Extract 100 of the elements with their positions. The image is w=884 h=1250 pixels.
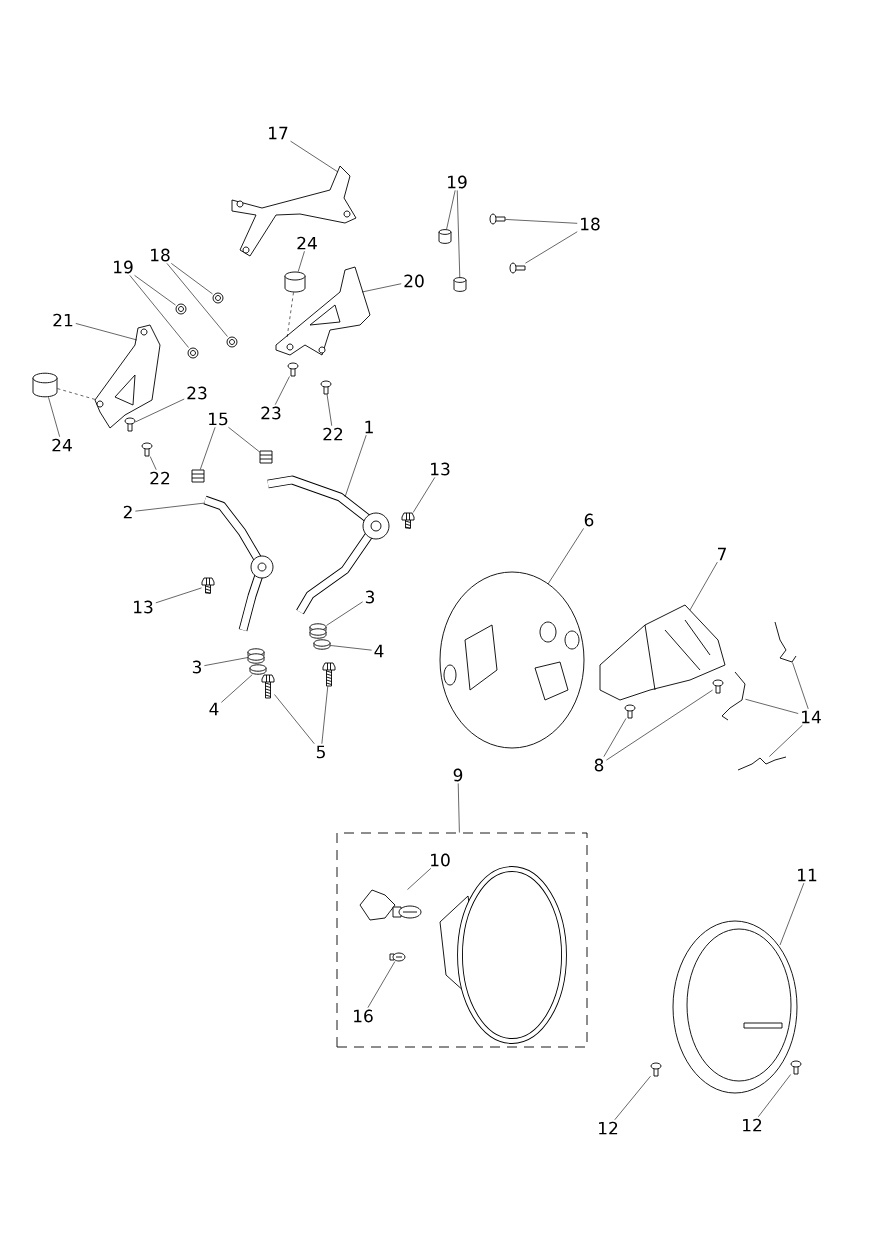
callout-number: 4: [209, 702, 219, 716]
leader-line: [745, 698, 799, 714]
bulb-drawing: [389, 952, 406, 962]
bulb-drawing: [359, 889, 422, 921]
callout-number: 12: [743, 1118, 762, 1132]
leader-line: [446, 190, 456, 230]
screw-drawing: [287, 362, 299, 377]
leader-line: [758, 1074, 791, 1118]
spring-clip-drawing: [774, 621, 797, 663]
leader-line: [792, 662, 809, 710]
bracket-drawing: [94, 324, 161, 429]
leader-line: [689, 561, 718, 611]
leader-line: [48, 396, 60, 438]
screw-drawing: [790, 1060, 802, 1075]
headlamp-unit-drawing: [599, 604, 726, 701]
callout-number: 18: [151, 248, 170, 262]
callout-number: 12: [599, 1121, 618, 1135]
callout-number: 9: [453, 768, 463, 782]
screw-drawing: [650, 1062, 662, 1077]
leader-line: [135, 502, 206, 512]
leader-line: [326, 394, 333, 427]
callout-number: 23: [261, 406, 281, 420]
washer-drawing: [187, 347, 199, 359]
rubber-grommet-drawing: [247, 648, 265, 664]
bolt-drawing: [401, 512, 415, 529]
rubber-mount-drawing: [284, 271, 306, 293]
leader-line: [155, 587, 202, 604]
washer-drawing: [175, 303, 187, 315]
callout-number: 24: [297, 236, 317, 250]
callout-number: 4: [374, 644, 384, 658]
callout-number: 24: [52, 438, 72, 452]
leader-line: [134, 275, 176, 306]
leader-line: [171, 263, 213, 295]
callout-number: 18: [581, 217, 600, 231]
rubber-mount-drawing: [32, 372, 58, 398]
washer-drawing: [249, 664, 267, 675]
callout-number: 10: [431, 853, 450, 867]
bracket-drawing: [275, 266, 371, 356]
guide-line: [57, 388, 98, 401]
leader-line: [326, 601, 363, 626]
washer-drawing: [226, 336, 238, 348]
bracket-drawing: [231, 165, 357, 257]
leader-line: [274, 694, 315, 745]
screw-drawing: [712, 679, 724, 694]
leader-line: [779, 882, 805, 946]
leader-line: [221, 674, 253, 703]
leader-line: [525, 231, 578, 264]
leader-line: [149, 456, 157, 471]
rubber-mount-drawing: [453, 277, 467, 292]
leader-line: [606, 689, 713, 761]
guide-line: [286, 292, 294, 339]
washer-drawing: [212, 292, 224, 304]
callout-number: 16: [354, 1009, 373, 1023]
callout-number: 20: [404, 274, 424, 288]
screw-drawing: [489, 213, 506, 225]
callout-number: 2: [123, 505, 132, 519]
dashed-group-frame: [336, 832, 588, 1048]
headlamp-shell-drawing: [439, 571, 585, 749]
leader-line: [603, 718, 627, 757]
callout-number: 19: [114, 260, 133, 274]
bolt-drawing: [322, 662, 336, 687]
leader-line: [199, 426, 216, 470]
arm-drawing: [203, 495, 274, 632]
screw-drawing: [624, 704, 636, 719]
leader-line: [274, 376, 290, 405]
leader-line: [614, 1075, 651, 1121]
leader-line: [297, 250, 305, 272]
leader-line: [129, 275, 189, 348]
clip-drawing: [259, 450, 273, 464]
leader-line: [456, 190, 461, 278]
headlamp-rim-drawing: [672, 920, 798, 1094]
leader-line: [204, 657, 248, 666]
bolt-drawing: [201, 577, 215, 594]
leader-line: [412, 477, 436, 513]
leader-line: [367, 961, 396, 1008]
leader-line: [344, 434, 367, 498]
screw-drawing: [124, 417, 136, 432]
leader-line: [769, 724, 803, 757]
callout-number: 13: [431, 462, 450, 476]
leader-line: [361, 283, 402, 293]
callout-number: 15: [209, 412, 228, 426]
callout-number: 8: [594, 758, 604, 772]
washer-drawing: [313, 639, 331, 650]
rubber-mount-drawing: [438, 229, 452, 244]
leader-line: [290, 140, 339, 173]
callout-number: 6: [584, 513, 594, 527]
leader-line: [166, 263, 228, 337]
callout-number: 3: [192, 660, 202, 674]
screw-drawing: [141, 442, 153, 457]
leader-line: [330, 645, 372, 651]
leader-line: [505, 219, 578, 224]
leader-line: [228, 426, 260, 453]
leader-line: [135, 398, 185, 423]
spring-clip-drawing: [737, 756, 787, 771]
leader-line: [547, 528, 584, 585]
clip-drawing: [191, 469, 205, 483]
callout-number: 11: [798, 868, 817, 882]
leader-line: [457, 783, 460, 833]
leader-line: [75, 323, 138, 341]
callout-number: 22: [323, 427, 343, 441]
